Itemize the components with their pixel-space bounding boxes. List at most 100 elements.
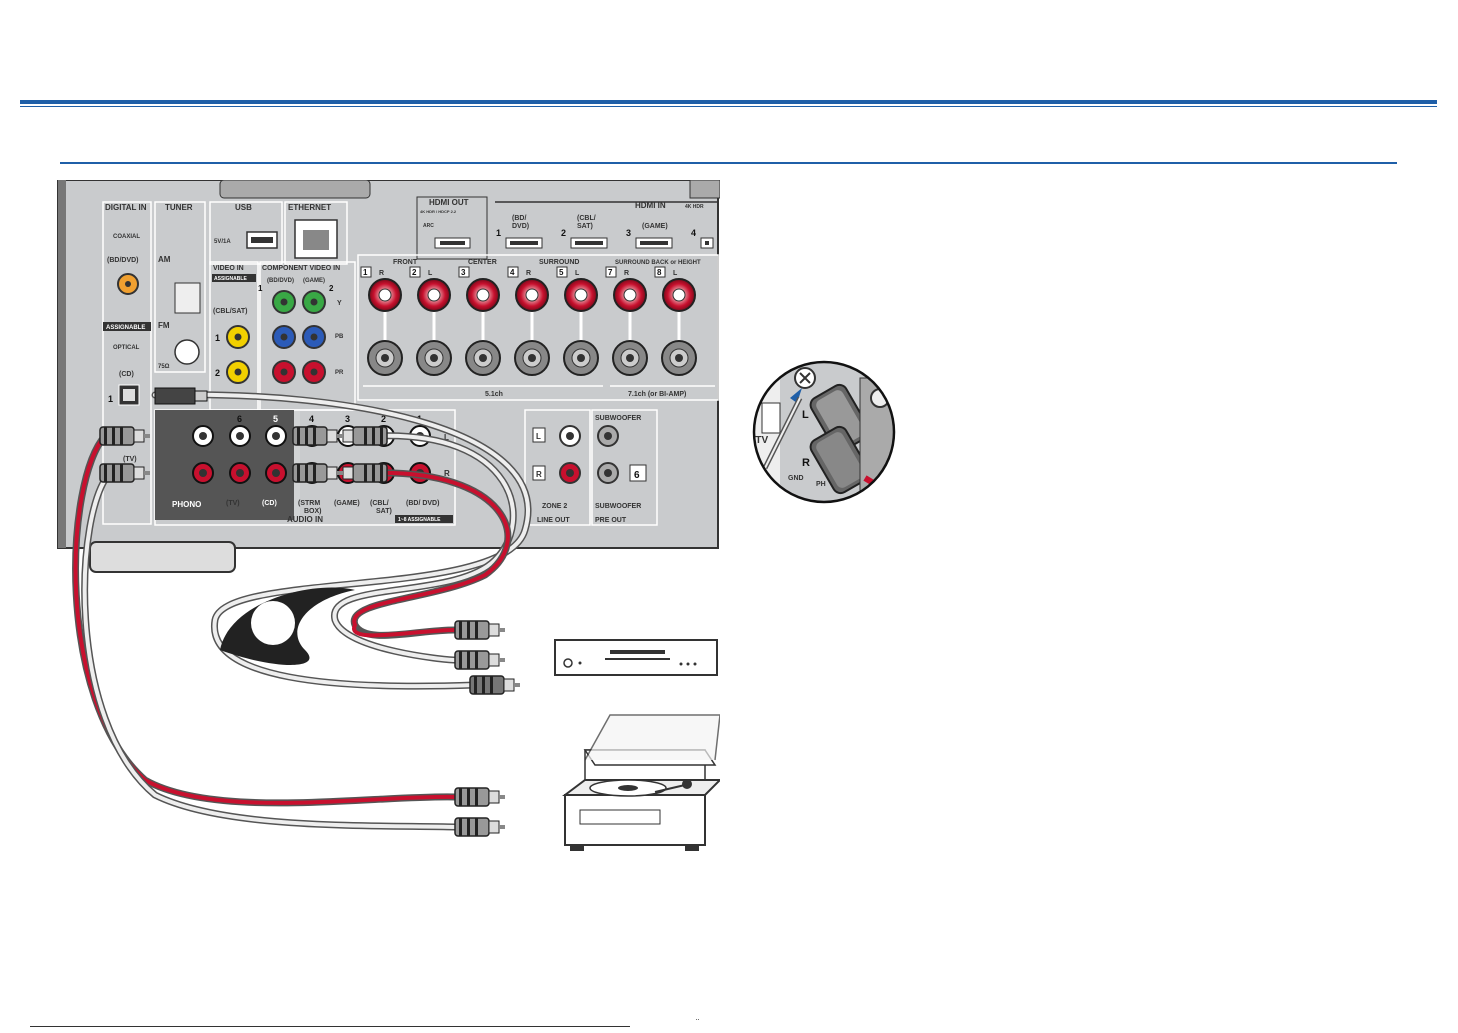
turntable-illustration: [562, 714, 720, 851]
comp-num-1: 1: [258, 284, 263, 293]
rca-plug: [292, 463, 343, 483]
audio-in-label: (BD/ DVD): [406, 500, 439, 507]
rca-plug: [454, 620, 505, 640]
foot: [89, 541, 236, 573]
audio-in-num: 6: [237, 414, 242, 424]
ground-terminal-inset: (TV L R GND PH: [752, 360, 896, 504]
audio-in-label: (CBL/: [370, 500, 389, 507]
hdmi-in-section: HDMI IN 4K HDR (BD/DVD)1(CBL/SAT)2(GAME)…: [495, 201, 718, 249]
inset-tv-label: (TV: [752, 435, 768, 446]
surround-label: SURROUND: [539, 259, 579, 266]
center-label: CENTER: [468, 259, 497, 266]
hdmi-out-section: HDMI OUT 4K HDR / HDCP 2.2 ARC: [416, 196, 488, 260]
speaker-side: R: [526, 270, 531, 277]
speaker-num-box: [360, 266, 372, 278]
speaker-num-box: [605, 266, 617, 278]
audio-in-label: BOX): [304, 508, 322, 515]
speaker-num-box: [458, 266, 470, 278]
ethernet-port[interactable]: [294, 219, 338, 259]
audio-assignable: 1~8 ASSIGNABLE: [398, 517, 441, 523]
hdmi-in-port-num: 2: [561, 228, 566, 238]
tuner-section: TUNER AM FM 75Ω: [154, 201, 206, 373]
cables: [72, 391, 532, 831]
inset-r-label: R: [802, 457, 810, 469]
speaker-side: R: [379, 270, 384, 277]
audio-in-label: (TV): [226, 500, 240, 507]
assignable-label: ASSIGNABLE: [106, 325, 145, 331]
speaker-side: L: [673, 270, 678, 277]
ch51-label: 5.1ch: [485, 391, 503, 398]
coax-bd-label: (BD/DVD): [107, 257, 139, 264]
zone2-label: ZONE 2: [542, 503, 567, 510]
rca-plug: [454, 787, 505, 807]
line-out-label: LINE OUT: [537, 517, 570, 524]
speaker-side: L: [575, 270, 580, 277]
speaker-num: 4: [510, 268, 515, 277]
rca-plug: [454, 650, 505, 670]
inset-l-label: L: [802, 409, 809, 421]
rca-plug: [469, 675, 520, 695]
usb-label: USB: [235, 203, 252, 212]
fm-jack[interactable]: [174, 339, 200, 365]
front-label: FRONT: [393, 259, 418, 266]
optical-num: 1: [108, 394, 113, 404]
audio-in-num: 5: [273, 414, 278, 424]
component-video-section: COMPONENT VIDEO IN (BD/DVD) (GAME) 1 2 Y…: [258, 261, 356, 411]
hdmi-out-sub: 4K HDR / HDCP 2.2: [420, 209, 457, 214]
audio-in-num: 3: [345, 414, 350, 424]
rca-plug: [454, 817, 505, 837]
digital-in-section: DIGITAL IN COAXIAL (BD/DVD) ASSIGNABLE O…: [102, 201, 152, 525]
video-in-section: VIDEO IN ASSIGNABLE (CBL/SAT) 1 2: [209, 261, 259, 411]
audio-in-label: AUDIO IN: [287, 515, 323, 524]
rca-plug: [337, 426, 388, 446]
component-video-label: COMPONENT VIDEO IN: [262, 265, 340, 272]
zone-r-label: R: [536, 470, 542, 479]
tuner-label: TUNER: [165, 203, 193, 212]
audio-in-label: (CD): [262, 500, 277, 507]
hdmi-in-label: HDMI IN: [635, 201, 666, 210]
speaker-side: R: [624, 270, 629, 277]
video-num-1: 1: [215, 333, 220, 343]
audio-l-label: L: [444, 433, 449, 442]
audio-r-label: R: [444, 469, 450, 478]
hdmi-in-port-num: 3: [626, 228, 631, 238]
speaker-num: 7: [608, 268, 613, 277]
video-num-2: 2: [215, 368, 220, 378]
arc-label: ARC: [423, 223, 434, 229]
comp-pr-label: PR: [335, 370, 344, 376]
hdmi-in-port-label: (CBL/: [577, 215, 596, 222]
video-in-label: VIDEO IN: [213, 265, 244, 272]
speaker-num-box: [556, 266, 568, 278]
tv-label: (TV): [123, 456, 137, 463]
subwoofer-label-top: SUBWOOFER: [595, 415, 641, 422]
footer-marks: ¨: [696, 1018, 700, 1029]
speaker-num: 5: [559, 268, 564, 277]
video-assignable: ASSIGNABLE: [214, 276, 247, 282]
audio-in-num: 4: [309, 414, 314, 424]
comp-pb-label: PB: [335, 334, 344, 340]
comp-bd-label: (BD/DVD): [267, 278, 294, 284]
ch71-label: 7.1ch (or BI-AMP): [628, 391, 686, 398]
optical-plug: [154, 387, 196, 405]
comp-y-label: Y: [337, 300, 342, 307]
audio-in-label: (GAME): [334, 500, 360, 507]
audio-in-num: 2: [381, 414, 386, 424]
hdmi-in-port-label: SAT): [577, 223, 593, 230]
optical-label: OPTICAL: [113, 345, 140, 351]
footer-rule: [30, 1026, 630, 1027]
am-terminal[interactable]: [174, 282, 201, 314]
cable-break-symbol: [220, 587, 355, 665]
pre-out-label: PRE OUT: [595, 517, 627, 524]
hdmi-out-label: HDMI OUT: [429, 198, 469, 207]
connection-diagram: DIGITAL IN COAXIAL (BD/DVD) ASSIGNABLE O…: [57, 180, 720, 851]
speaker-side: L: [428, 270, 433, 277]
speaker-terminals-section: FRONT CENTER SURROUND SURROUND BACK or H…: [357, 254, 719, 401]
hdmi-in-port-label: (BD/: [512, 215, 526, 222]
ethernet-section: ETHERNET: [284, 201, 348, 265]
audio-in-label: SAT): [376, 508, 392, 515]
speaker-num-box: [654, 266, 666, 278]
rca-plug: [99, 426, 150, 446]
subwoofer-label-bottom: SUBWOOFER: [595, 503, 641, 510]
comp-game-label: (GAME): [303, 278, 325, 284]
ethernet-label: ETHERNET: [288, 203, 331, 212]
